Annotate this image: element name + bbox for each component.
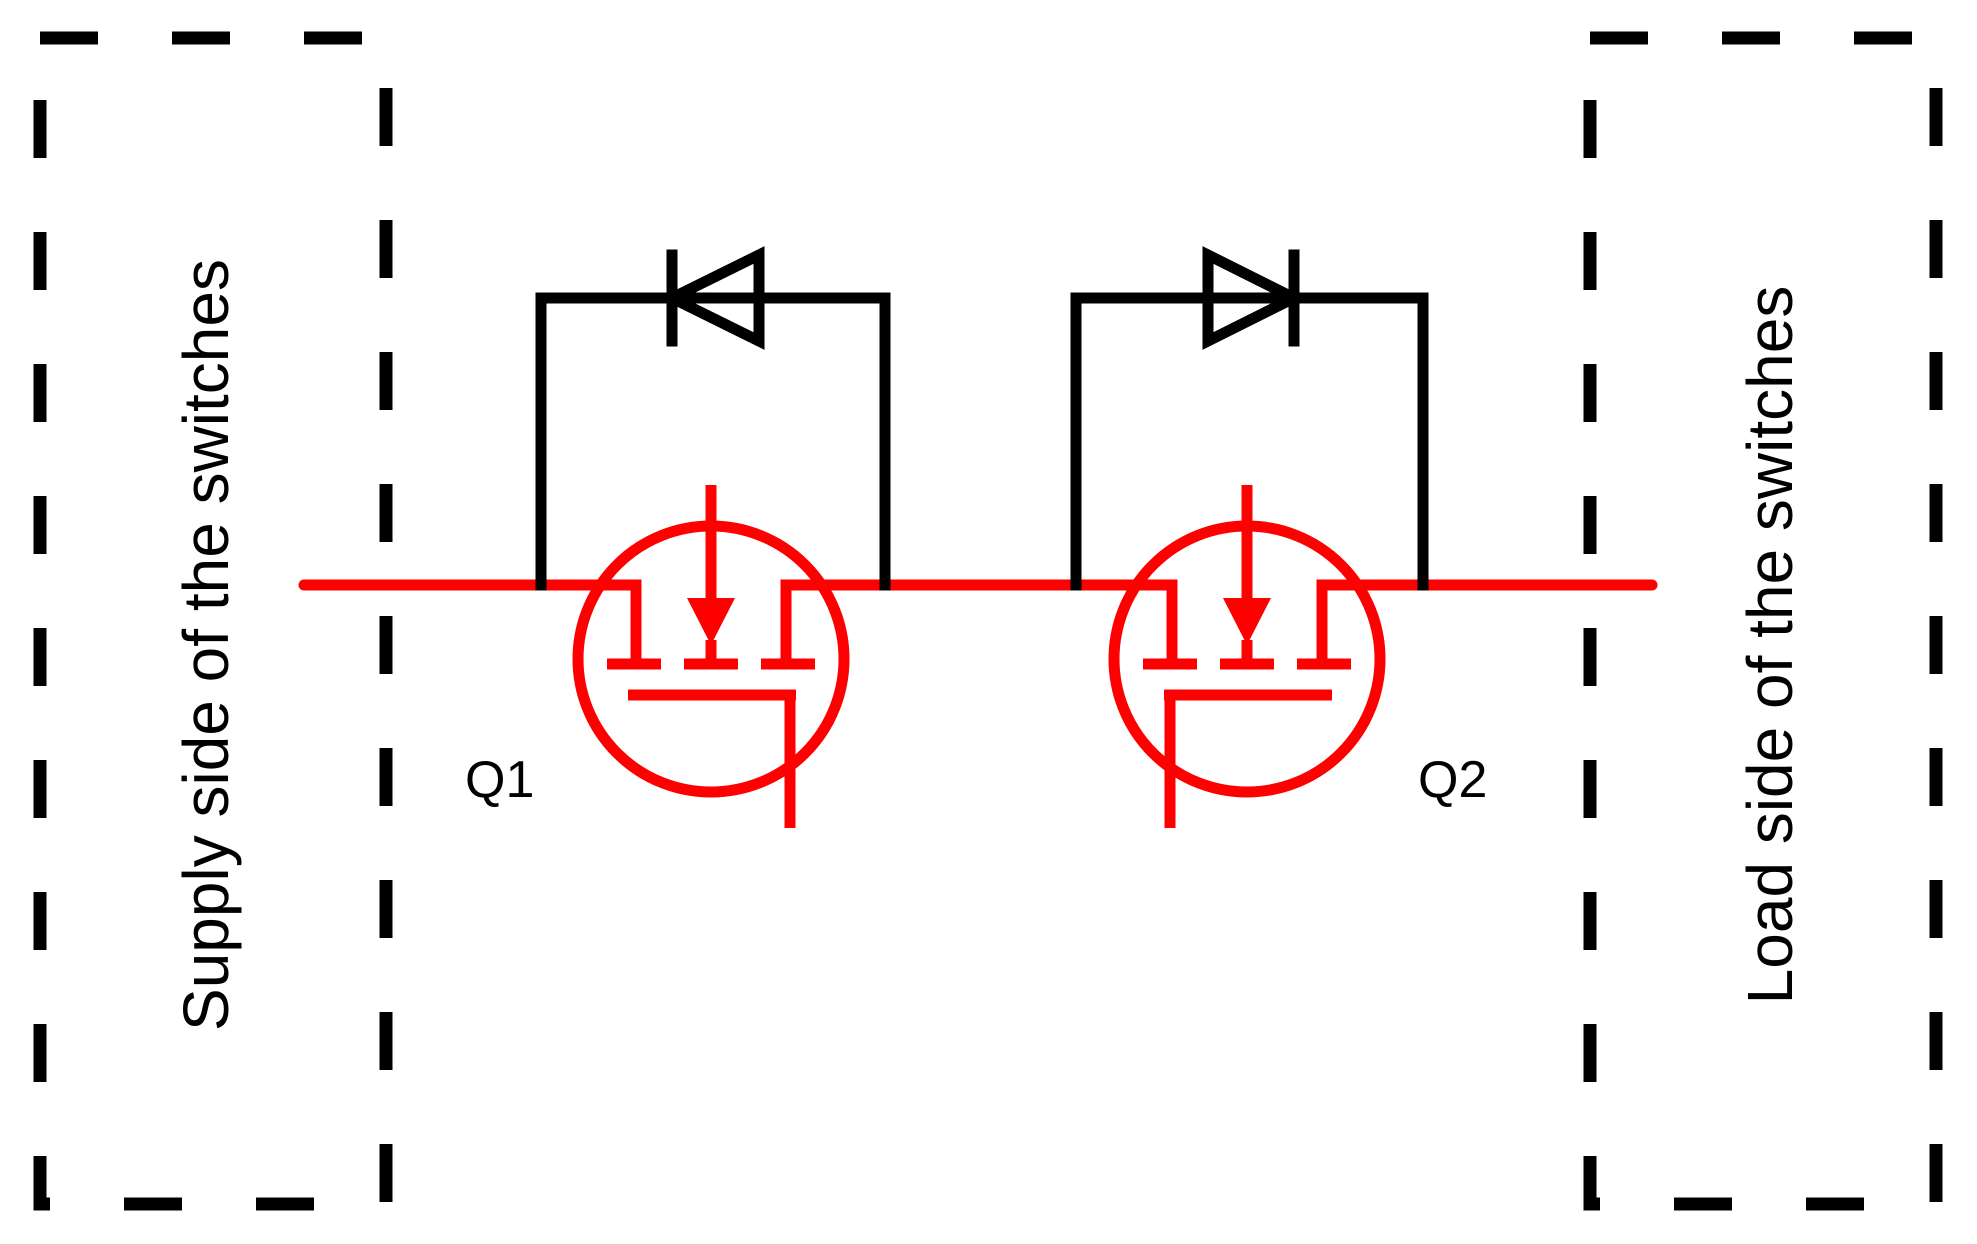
- diode-d2-triangle: [1202, 246, 1307, 350]
- mosfet-q1-right-leg: [780, 579, 800, 664]
- supply-side-box: [33, 31, 393, 1211]
- mosfet-q2-right-leg: [1316, 579, 1336, 664]
- mosfet-q2: Q2: [1108, 485, 1487, 828]
- mosfet-q1-label: Q1: [465, 751, 534, 809]
- load-side-region: Load side of the switches: [1583, 31, 1943, 1211]
- diode-d1-loop: [535, 292, 891, 591]
- supply-side-region: Supply side of the switches: [33, 31, 393, 1211]
- supply-side-label: Supply side of the switches: [170, 259, 242, 1031]
- load-side-label: Load side of the switches: [1734, 286, 1806, 1005]
- diode-d2: [1070, 246, 1429, 591]
- mosfet-q1-left-leg: [622, 579, 642, 664]
- mosfet-q1-arrow-head: [687, 598, 735, 645]
- mosfet-q2-left-leg: [1158, 579, 1178, 664]
- diode-d1-triangle: [659, 246, 765, 350]
- diode-d2-loop: [1070, 292, 1429, 591]
- mosfet-q2-label: Q2: [1418, 751, 1487, 809]
- load-side-box: [1583, 31, 1943, 1211]
- mosfet-q1: Q1: [465, 485, 850, 828]
- mosfet-q2-arrow-head: [1223, 598, 1271, 645]
- diode-d1: [535, 246, 891, 591]
